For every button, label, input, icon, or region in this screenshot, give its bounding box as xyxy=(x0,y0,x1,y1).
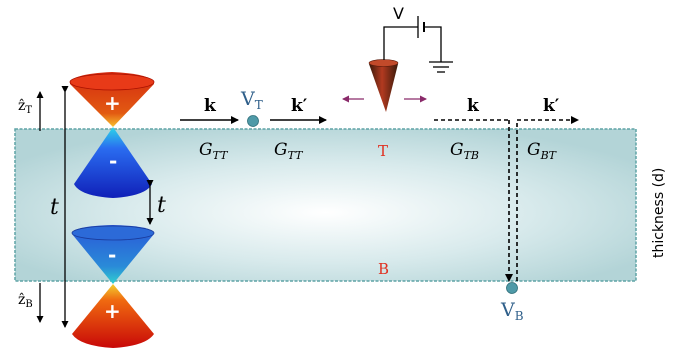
vt-label: VT xyxy=(240,88,263,112)
k2-prime-label: k′ xyxy=(543,96,560,116)
vb-label: VB xyxy=(500,299,524,323)
cone-minus-bottom: - xyxy=(108,243,116,267)
k1-label: k xyxy=(204,96,217,116)
surface-t-label: T xyxy=(378,142,388,160)
z-top-label: ẑT xyxy=(18,98,32,116)
k1-prime-label: k′ xyxy=(291,96,308,116)
g-tt-1: GTT xyxy=(199,140,229,162)
cone-plus-top: + xyxy=(104,91,121,115)
vt-dot xyxy=(247,115,259,127)
bias-circuit xyxy=(383,16,453,73)
t-small-label: t xyxy=(157,193,166,218)
surface-b-label: B xyxy=(378,260,389,278)
k2-label: k xyxy=(467,96,480,116)
g-tt-2: GTT xyxy=(274,140,304,162)
cone-minus-top: - xyxy=(109,149,117,173)
vb-dot xyxy=(506,282,518,294)
stm-tip xyxy=(368,59,399,112)
g-bt: GBT xyxy=(527,140,558,162)
bottom-dirac-cone: - + xyxy=(71,225,155,348)
top-dirac-cone: + - xyxy=(69,72,155,198)
thickness-label: thickness (d) xyxy=(651,168,667,258)
g-tb: GTB xyxy=(450,140,479,162)
z-bottom-label: ẑB xyxy=(18,292,33,310)
voltage-label: V xyxy=(393,4,404,23)
t-big-label: t xyxy=(50,195,59,220)
cone-plus-bottom: + xyxy=(104,299,121,323)
